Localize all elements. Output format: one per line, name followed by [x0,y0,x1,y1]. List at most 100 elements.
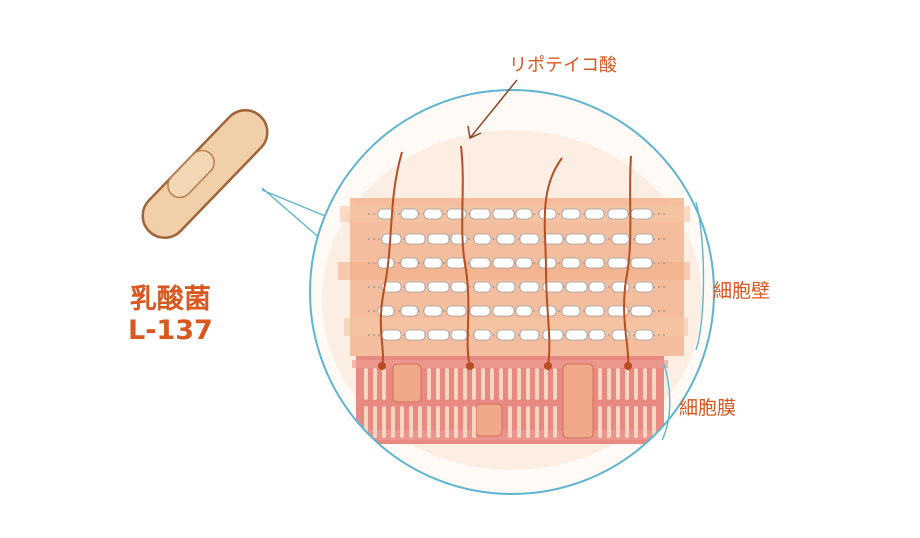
cell-membrane-bracket [661,363,671,441]
peptidoglycan-unit [584,208,605,220]
lipoteichoic-acid-strand [460,145,471,367]
peptidoglycan-unit [542,233,564,245]
peptidoglycan-unit [404,281,426,293]
lipid-molecule [463,406,467,438]
lipid-molecule [607,368,611,400]
lipid-molecule [607,406,611,438]
lipid-molecule [508,406,512,438]
lipid-molecule [400,406,404,438]
peptidoglycan-unit [473,233,492,245]
lipid-molecule [391,406,395,438]
lipoteichoic-acid-strands [379,145,632,367]
peptidoglycan-unit [565,281,588,293]
magnified-view [309,89,715,495]
peptidoglycan-unit [565,233,588,245]
lipid-molecule [436,406,440,438]
lipid-molecule [553,406,557,438]
peptidoglycan-unit [584,257,605,269]
lipid-molecule [643,406,647,438]
lipid-molecule [526,406,530,438]
lipid-molecule [427,368,431,400]
peptidoglycan-unit [496,233,516,245]
peptidoglycan-unit [588,329,606,341]
peptidoglycan-unit [630,305,653,317]
cell-wall-bracket [695,201,705,351]
peptidoglycan-unit [538,257,557,269]
peptidoglycan-unit [423,208,443,220]
peptidoglycan-unit [381,281,402,293]
peptidoglycan-unit [427,329,450,341]
peptidoglycan-unit [400,257,419,269]
lipid-molecule [445,406,449,438]
lipoteichoic-acid-strand [379,151,403,367]
peptidoglycan-unit [381,233,402,245]
lipoteichoic-acid-label: リポテイコ酸 [509,55,617,76]
peptidoglycan-unit [611,233,630,245]
lipid-molecule [364,368,368,400]
lipid-molecule [418,406,422,438]
peptidoglycan-unit [634,281,654,293]
peptidoglycan-unit [469,305,491,317]
lipid-molecule [616,406,620,438]
lipid-molecule [535,406,539,438]
lipid-molecule [517,368,521,400]
lipid-molecule [454,406,458,438]
lipid-molecule [436,368,440,400]
peptidoglycan-unit [381,329,402,341]
bacterium-rod-small [167,149,215,199]
lipid-molecule [373,368,377,400]
peptidoglycan-unit [496,329,516,341]
peptidoglycan-unit [473,281,492,293]
lipid-molecule [544,406,548,438]
lipid-molecule [382,368,386,400]
lipid-molecule [517,406,521,438]
peptidoglycan-unit [404,329,426,341]
bacterium-name-label: 乳酸菌 L-137 [128,284,213,346]
lipid-molecule [454,368,458,400]
lipid-molecule [625,406,629,438]
cell-wall-label: 細胞壁 [713,280,771,302]
lipid-molecule [643,368,647,400]
lipid-molecule [553,368,557,400]
peptidoglycan-unit [404,233,426,245]
lipid-molecule [472,368,476,400]
lipid-molecule [373,406,377,438]
peptidoglycan-unit [400,305,419,317]
cell-membrane-label: 細胞膜 [679,397,737,419]
peptidoglycan-unit [423,305,443,317]
peptidoglycan-unit [561,208,581,220]
peptidoglycan-unit [630,257,653,269]
peptidoglycan-unit [446,305,467,317]
peptidoglycan-unit [492,305,515,317]
lipid-molecule [625,368,629,400]
peptidoglycan-unit [492,257,515,269]
bacterium-illustration [141,109,269,239]
peptidoglycan-unit [469,208,491,220]
membrane-protein [475,403,503,437]
peptidoglycan-unit [450,233,468,245]
lipid-molecule [508,368,512,400]
magnifier-outline [309,89,715,495]
lipoteichoic-acid-strand [623,155,632,367]
lipid-molecule [598,406,602,438]
lipid-molecule [427,406,431,438]
lipoteichoic-acid-arrow [467,79,518,140]
peptidoglycan-unit [607,305,629,317]
lipid-bilayer [364,368,656,438]
lipid-molecule [481,368,485,400]
lipid-molecule [634,406,638,438]
peptidoglycan-unit [427,233,450,245]
lipid-molecule [472,406,476,438]
lipoteichoic-acid-strand [543,157,563,367]
lipid-molecule [382,406,386,438]
peptidoglycan-unit [496,281,516,293]
peptidoglycan-unit [561,305,581,317]
peptidoglycan-unit [542,281,564,293]
peptidoglycan-unit [561,257,581,269]
membrane-protein [562,363,594,439]
peptidoglycan-unit [446,208,467,220]
lipid-molecule [616,368,620,400]
peptidoglycan-unit [634,233,654,245]
callout-lines [261,187,331,241]
